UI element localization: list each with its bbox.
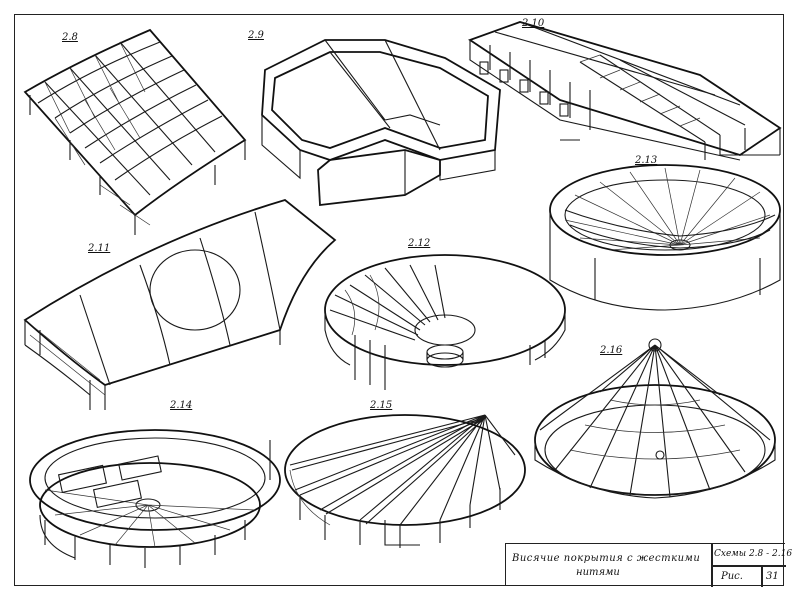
caption-line-1: Висячие покрытия с жесткими <box>512 553 701 564</box>
figure-label: Рис. <box>721 571 743 582</box>
caption-line-2: нитями <box>576 567 620 578</box>
drawing-2-11-long-shell-roof <box>23 199 337 410</box>
label-2-15: 2.15 <box>370 400 393 411</box>
label-2-8: 2.8 <box>62 32 78 43</box>
drawing-2-12-annular-roof <box>324 254 566 390</box>
title-block: Висячие покрытия с жесткими нитями Схемы… <box>505 543 792 587</box>
label-2-10: 2.10 <box>522 18 545 29</box>
label-2-11: 2.11 <box>88 243 111 254</box>
label-2-9: 2.9 <box>248 30 264 41</box>
label-2-12: 2.12 <box>408 238 431 249</box>
drawing-2-15-radial-fan-roof <box>284 414 526 548</box>
label-2-13: 2.13 <box>635 155 658 166</box>
drawing-2-8-saddle-grid-roof <box>23 28 247 235</box>
figure-number: 31 <box>766 571 779 582</box>
label-2-16: 2.16 <box>600 345 623 356</box>
label-2-14: 2.14 <box>170 400 193 411</box>
schemes-reference: Схемы 2.8 - 2.16 <box>714 549 793 559</box>
sheet-frame <box>14 14 784 586</box>
drawing-2-16-conical-roof <box>534 338 776 499</box>
drawing-2-13-cylinder-bowl-roof <box>549 164 781 311</box>
drawing-2-10-truss-roof <box>468 21 782 161</box>
drawing-2-9-contour-frames <box>261 39 501 207</box>
drawing-2-14-elliptical-roof <box>29 429 281 568</box>
